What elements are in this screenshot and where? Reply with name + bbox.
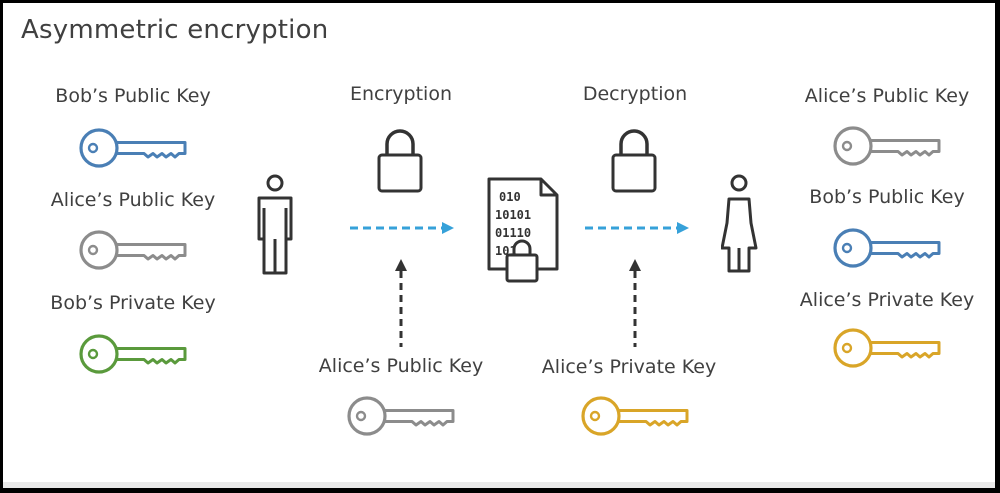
document-lock-icon: [505, 239, 539, 283]
bottom-strip: [3, 482, 995, 488]
diagram-title: Asymmetric encryption: [21, 15, 329, 45]
alice-person-icon: [721, 174, 758, 273]
decryption-key-up-arrow: [629, 259, 641, 347]
encrypted-document-icon: 010 10101 01110 101: [487, 177, 559, 283]
encryption-key-label: Alice’s Public Key: [318, 355, 484, 377]
decryption-label: Decryption: [582, 83, 688, 105]
bob-person-icon: [257, 174, 293, 275]
encryption-lock-icon: [377, 129, 423, 193]
right-label-alice-public-key: Alice’s Public Key: [804, 85, 970, 107]
binary-line-2: 10101: [495, 208, 531, 222]
bob-private-key-icon: [79, 334, 187, 374]
encryption-alice-public-key-icon: [347, 396, 455, 436]
binary-line-1: 010: [499, 190, 521, 204]
alice-private-key-icon-right: [833, 328, 941, 368]
decryption-alice-private-key-icon: [581, 396, 689, 436]
slide: Asymmetric encryption Bob’s Public Key A…: [3, 3, 995, 488]
encryption-arrow: [350, 222, 454, 234]
alice-public-key-icon-right: [833, 126, 941, 166]
encryption-label: Encryption: [349, 83, 453, 105]
encryption-key-up-arrow: [395, 259, 407, 347]
left-label-bob-private-key: Bob’s Private Key: [50, 292, 216, 314]
bob-public-key-icon: [79, 128, 187, 168]
decryption-arrow: [585, 222, 689, 234]
decryption-lock-icon: [611, 129, 657, 193]
left-label-alice-public-key: Alice’s Public Key: [50, 189, 216, 211]
right-label-bob-public-key: Bob’s Public Key: [809, 186, 965, 208]
bob-public-key-icon-right: [833, 228, 941, 268]
binary-line-3: 01110: [495, 226, 531, 240]
decryption-key-label: Alice’s Private Key: [541, 356, 717, 378]
right-label-alice-private-key: Alice’s Private Key: [799, 289, 975, 311]
left-label-bob-public-key: Bob’s Public Key: [55, 85, 211, 107]
alice-public-key-icon-left: [79, 230, 187, 270]
